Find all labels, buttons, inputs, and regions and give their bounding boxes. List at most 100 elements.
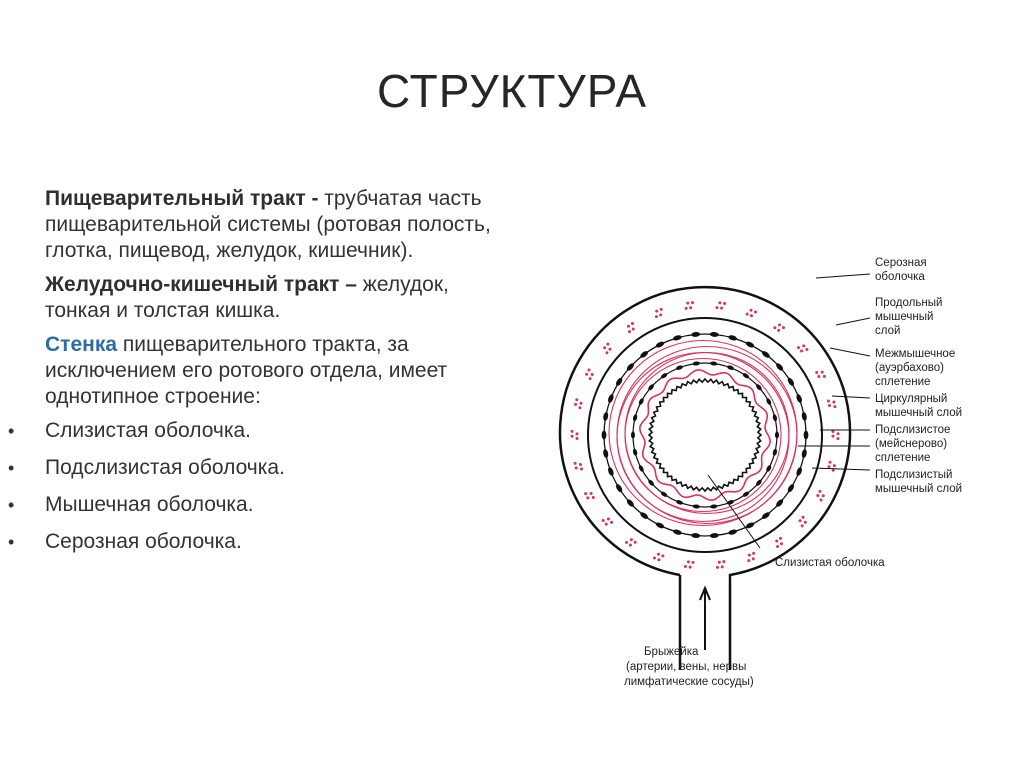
submucosal-ganglion: [756, 479, 762, 486]
muscle-dot: [751, 557, 755, 561]
muscle-dot: [627, 330, 631, 334]
label-submucosal-plexus: Подслизистое (мейснерово) сплетение: [875, 424, 954, 464]
ganglion: [608, 394, 614, 403]
ganglion: [655, 522, 665, 529]
muscle-dot: [745, 312, 749, 316]
muscle-dot: [819, 498, 823, 502]
ganglion: [603, 411, 609, 421]
muscle-dot: [588, 377, 592, 381]
label-circular-muscle: Циркулярный мышечный слой: [875, 393, 962, 419]
ganglion: [655, 341, 665, 348]
muscle-dot: [575, 436, 579, 440]
ganglion: [776, 499, 784, 507]
submucosal-ganglion: [772, 414, 778, 422]
muscle-dot: [657, 552, 661, 556]
muscle-dot: [633, 540, 637, 544]
ganglion: [616, 377, 623, 386]
ganglion: [616, 484, 623, 493]
ganglion: [709, 332, 719, 337]
ganglion: [803, 430, 809, 440]
muscle-dot: [831, 434, 835, 438]
muscle-dot: [570, 434, 574, 438]
muscle-dot: [816, 494, 820, 498]
muscle-dot: [691, 560, 695, 564]
muscle-dot: [686, 301, 690, 305]
submucosal-ganglion: [676, 365, 683, 370]
muscle-dot: [591, 496, 595, 500]
submucosal-ganglion: [742, 491, 750, 497]
ganglion: [745, 341, 755, 348]
muscle-dot: [818, 489, 822, 493]
list-item: Слизистая оболочка.: [8, 418, 515, 444]
muscle-dot: [654, 315, 658, 319]
submucosal-ganglion: [660, 491, 668, 497]
ganglion: [672, 529, 682, 535]
muscle-dot: [828, 403, 832, 407]
myenteric-plexus: [601, 332, 809, 538]
muscle-dot: [831, 430, 835, 434]
muscle-dot: [605, 351, 609, 355]
muscle-dot: [776, 544, 780, 548]
ganglion: [603, 449, 609, 459]
muscle-dot: [836, 437, 840, 441]
muscle-dot: [718, 301, 722, 305]
muscle-dot: [749, 314, 753, 318]
text-block: Пищеварительный тракт - трубчатая часть …: [8, 186, 515, 566]
muscle-dot: [586, 496, 590, 500]
submucosal-line: [632, 362, 778, 508]
muscle-dot: [652, 556, 656, 560]
submucosal-ganglion: [676, 500, 683, 505]
muscle-dot: [608, 347, 612, 351]
muscle-dot: [832, 400, 836, 404]
muscle-dot: [779, 536, 783, 540]
submucosal-ganglion: [692, 361, 700, 366]
muscle-dot: [752, 551, 756, 555]
submucosal-ganglion: [631, 431, 635, 439]
muscle-dot: [796, 346, 800, 350]
term-digestive-tract: Пищеварительный тракт -: [45, 187, 319, 210]
muscle-dot: [822, 374, 826, 378]
ganglion: [761, 351, 770, 358]
submucosal-ganglion: [632, 448, 638, 456]
submucosal-ganglion: [648, 479, 654, 486]
ganglion: [801, 411, 807, 421]
ganglion: [672, 335, 682, 341]
muscle-dot: [722, 560, 726, 564]
label-serosa: Серозная оболочка: [875, 257, 930, 283]
muscle-dot: [827, 465, 831, 469]
muscle-dot: [803, 520, 807, 524]
muscle-dot: [578, 463, 582, 467]
submucosal-ganglion: [742, 373, 750, 379]
serosa-inner-line: [587, 317, 823, 553]
submucosal-ganglion: [632, 414, 638, 422]
term-gi-tract: Желудочно-кишечный тракт –: [45, 273, 357, 296]
muscle-dot: [630, 322, 634, 326]
ganglion: [801, 449, 807, 459]
paragraph-digestive-tract: Пищеварительный тракт - трубчатая часть …: [45, 186, 515, 264]
muscle-dot: [585, 372, 589, 376]
submucosal-ganglion: [756, 384, 762, 391]
muscle-dot: [754, 310, 758, 314]
muscle-dot: [683, 565, 687, 569]
muscle-dot: [820, 370, 824, 374]
muscle-dot: [832, 464, 836, 468]
ganglion: [640, 512, 649, 519]
muscle-dot: [749, 308, 753, 312]
submucosal-ganglion: [766, 398, 772, 405]
muscle-dot: [589, 491, 593, 495]
serosa-outline: [558, 285, 852, 670]
paragraph-gi-tract: Желудочно-кишечный тракт – желудок, тонк…: [45, 272, 515, 324]
muscle-dot: [657, 558, 661, 562]
muscle-dot: [821, 494, 825, 498]
muscle-dot: [689, 306, 693, 310]
muscle-dot: [691, 301, 695, 305]
ganglion: [640, 351, 649, 358]
ganglion: [796, 394, 802, 403]
muscle-dot: [601, 518, 605, 522]
muscle-dot: [661, 554, 665, 558]
ganglion: [608, 467, 614, 476]
muscle-dot: [720, 306, 724, 310]
muscle-dot: [603, 346, 607, 350]
ganglion: [626, 363, 634, 371]
muscle-dot: [590, 372, 594, 376]
